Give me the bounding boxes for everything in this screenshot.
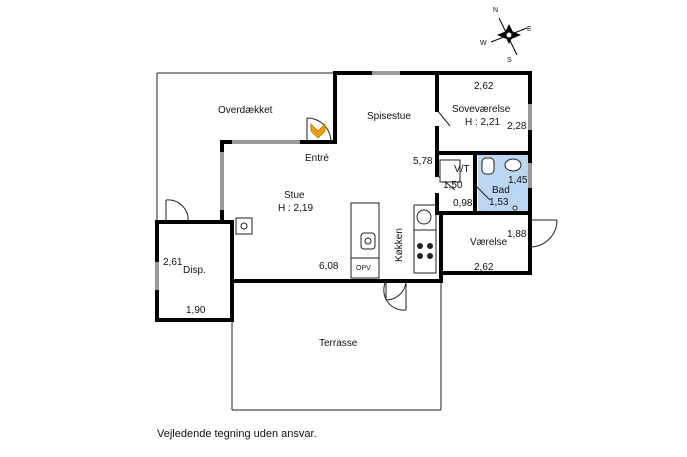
room-entre: Entré xyxy=(305,153,329,164)
dim-vt-width: 0,98 xyxy=(453,198,473,209)
label-opv: OPV xyxy=(356,265,371,272)
stove-icon xyxy=(417,243,433,259)
room-vaerelse: Værelse xyxy=(470,237,508,248)
room-bad: Bad xyxy=(492,185,510,196)
sink-drain-icon xyxy=(364,237,372,245)
room-spisestue: Spisestue xyxy=(367,111,411,122)
room-sovevaerelse-height: H : 2,21 xyxy=(465,117,500,128)
terrace-door-swing-2 xyxy=(383,280,407,311)
compass-n: N xyxy=(493,7,498,14)
living-fixture xyxy=(235,217,253,235)
dim-disp-width: 1,90 xyxy=(186,305,206,316)
room-overdaekket: Overdækket xyxy=(218,105,273,116)
room-stue: Stue xyxy=(284,190,305,201)
kitchen-sink-icon xyxy=(360,232,376,250)
dim-5-78: 5,78 xyxy=(413,156,433,167)
stove-burner-3 xyxy=(417,253,423,259)
room-terrasse: Terrasse xyxy=(319,338,358,349)
room-vt: V/T xyxy=(454,164,470,175)
entrance-arrow-icon xyxy=(310,123,326,139)
disclaimer-text: Vejledende tegning uden ansvar. xyxy=(157,428,317,440)
dim-bath-depth: 1,45 xyxy=(508,175,528,186)
dim-vaerelse-depth: 1,88 xyxy=(507,229,527,240)
covered-area-outline xyxy=(156,73,166,223)
washbasin-icon xyxy=(504,158,522,172)
room-stue-height: H : 2,19 xyxy=(278,203,313,214)
dim-6-08: 6,08 xyxy=(319,261,339,272)
toilet-icon xyxy=(481,157,495,175)
kitchen-counter xyxy=(350,202,380,279)
living-fixture-circle xyxy=(240,222,248,230)
dim-bath-width: 1,53 xyxy=(489,197,509,208)
dim-bedroom-width: 2,62 xyxy=(474,81,494,92)
terrace-door-swing xyxy=(385,280,407,301)
room-disp: Disp. xyxy=(183,265,206,276)
compass-center xyxy=(505,31,513,39)
dim-vaerelse-width: 2,62 xyxy=(474,262,494,273)
kitchen-unit xyxy=(413,204,437,274)
room-koekken: Køkken xyxy=(394,228,405,262)
bedroom-door-leaf xyxy=(436,109,451,127)
round-burner-icon xyxy=(416,209,432,225)
vt-washer-icon xyxy=(439,159,461,183)
disp-door-swing xyxy=(165,199,189,223)
room-sovevaerelse: Soveværelse xyxy=(452,104,511,115)
stove-burner-1 xyxy=(417,243,423,249)
vaerelse-door-swing xyxy=(529,219,558,248)
dim-vt-depth: 1,50 xyxy=(443,180,463,191)
outer-wall xyxy=(155,71,532,322)
compass-e: E xyxy=(527,26,532,33)
dim-bedroom-depth: 2,28 xyxy=(507,121,527,132)
bath-drain-icon xyxy=(512,205,518,211)
compass-w: W xyxy=(480,40,487,47)
compass: N E W S xyxy=(480,7,532,64)
bath-door-leaf xyxy=(474,184,491,201)
compass-s: S xyxy=(507,57,512,64)
stove-burner-4 xyxy=(427,253,433,259)
stove-burner-2 xyxy=(427,243,433,249)
dim-disp-depth: 2,61 xyxy=(163,257,183,268)
